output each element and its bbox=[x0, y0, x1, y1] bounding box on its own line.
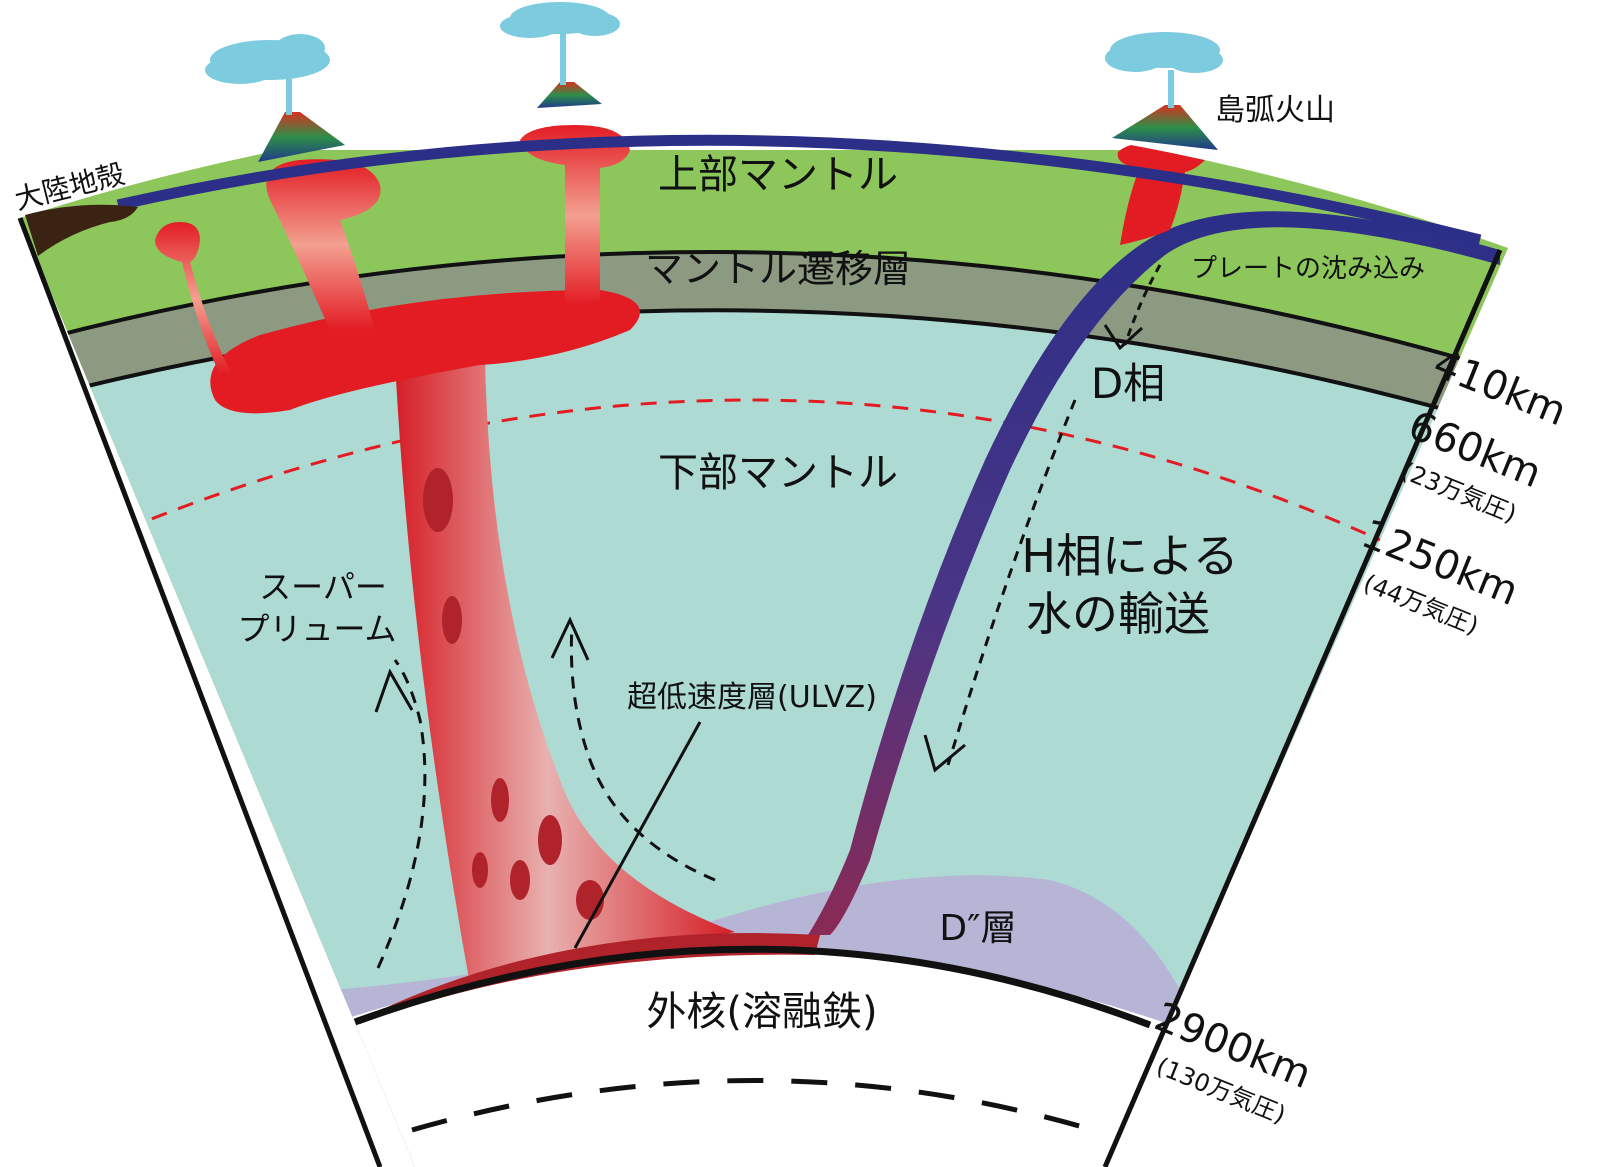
label-superplume-line1: スーパー bbox=[259, 568, 387, 606]
lithosphere-plate bbox=[116, 134, 1482, 246]
continental-crust bbox=[25, 204, 138, 256]
mantle-layers bbox=[20, 125, 1508, 1167]
label-upper-mantle: 上部マントル bbox=[658, 152, 898, 198]
label-phase-h-line2: 水の輸送 bbox=[1026, 587, 1210, 641]
superplume-arrow-left bbox=[376, 659, 427, 969]
label-outer-core: 外核(溶融鉄) bbox=[646, 989, 877, 1035]
subducting-slab bbox=[808, 211, 1500, 935]
superplume-arrow-left-head bbox=[374, 668, 414, 713]
volcano-1 bbox=[258, 112, 345, 162]
boundary-1250 bbox=[99, 398, 1381, 542]
superplume-arrow-right bbox=[569, 624, 716, 882]
label-lower-mantle: 下部マントル bbox=[658, 450, 898, 496]
label-ulvz: 超低速度層(ULVZ) bbox=[627, 680, 877, 715]
label-plate-subduction: プレートの沈み込み bbox=[1191, 254, 1425, 284]
right-edge bbox=[1102, 249, 1503, 1167]
label-superplume-line2: プリューム bbox=[237, 610, 396, 648]
superplume-arrow-right-head bbox=[550, 616, 590, 661]
left-edge bbox=[17, 217, 383, 1167]
volcano-cloud-3 bbox=[1105, 32, 1223, 108]
subduction-arrow-1-head bbox=[1103, 324, 1144, 351]
label-transition-zone: マントル遷移層 bbox=[645, 247, 911, 291]
subduction-arrow-2 bbox=[946, 399, 1077, 766]
core-mantle-boundary bbox=[353, 945, 1152, 1029]
ulvz-pointer-line bbox=[573, 721, 702, 949]
label-d-double-prime: D″層 bbox=[939, 908, 1016, 949]
volcano-cloud-1 bbox=[205, 34, 330, 115]
inner-core-boundary bbox=[411, 1078, 1101, 1135]
plume-arrows bbox=[374, 264, 1162, 969]
boundary-410 bbox=[39, 249, 1501, 372]
volcano-cloud-2 bbox=[500, 2, 620, 85]
label-phase-h-line1: H相による bbox=[1021, 529, 1238, 583]
label-phase-d: D相 bbox=[1091, 359, 1165, 408]
outer-core-region bbox=[330, 952, 1180, 1167]
subduction-arrow-2-head bbox=[923, 734, 966, 773]
label-island-arc: 島弧火山 bbox=[1215, 93, 1335, 128]
volcano-3 bbox=[1112, 105, 1218, 150]
superplume bbox=[155, 125, 820, 1024]
volcano-2 bbox=[537, 82, 602, 108]
